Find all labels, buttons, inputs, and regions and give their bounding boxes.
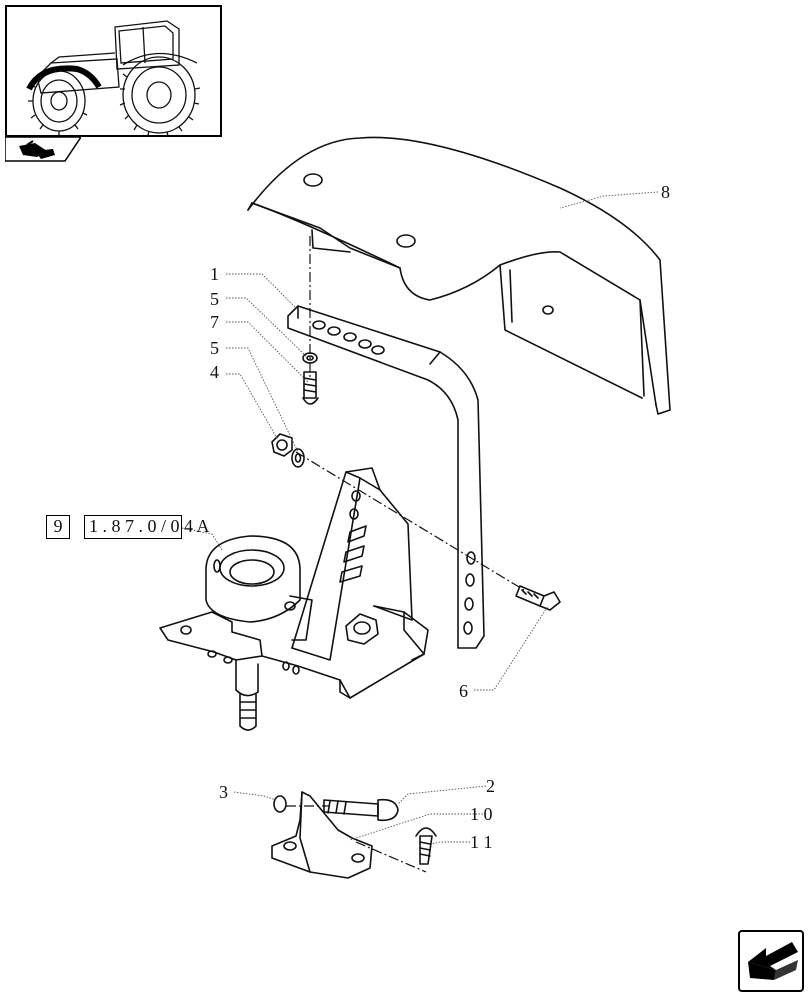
mounting-base-part <box>159 467 429 731</box>
bolt-2-part <box>323 798 399 822</box>
callout-3: 3 <box>219 782 228 802</box>
callout-6: 6 <box>459 681 468 701</box>
reference-code: 1 . 8 7 . 0 / 0 4 A <box>89 516 210 536</box>
callout-2: 2 <box>486 776 495 796</box>
washer-3-part <box>273 795 287 813</box>
reference-code-box[interactable]: 1 . 8 7 . 0 / 0 4 A <box>84 515 210 539</box>
callout-7: 7 <box>210 312 219 332</box>
callout-8: 8 <box>661 182 670 202</box>
nut-part <box>271 433 293 457</box>
next-page-arrow-icon <box>748 942 798 980</box>
callout-4: 4 <box>210 362 219 382</box>
callout-10: 1 0 <box>470 804 493 824</box>
callouts: 1 5 7 5 4 8 6 3 2 1 0 1 1 <box>210 182 670 852</box>
small-bracket-part <box>271 791 373 879</box>
callout-5-washer-lower: 5 <box>210 338 219 358</box>
callout-5-washer: 5 <box>210 289 219 309</box>
bolt-6-part <box>515 585 561 611</box>
tractor-thumbnail <box>5 5 222 137</box>
bolt-7-part <box>302 371 319 405</box>
bracket-arm-part <box>287 305 485 649</box>
callout-11: 1 1 <box>470 832 493 852</box>
reference-section-box[interactable]: 9 <box>46 515 70 539</box>
washer-part-2 <box>291 448 305 468</box>
section-tab-icon[interactable] <box>5 137 81 163</box>
mudguard-part <box>247 136 671 415</box>
tractor-thumbnail-icon <box>26 20 201 137</box>
next-page-button[interactable] <box>738 930 804 992</box>
bolt-11-part <box>415 827 437 865</box>
callout-1: 1 <box>210 264 219 284</box>
